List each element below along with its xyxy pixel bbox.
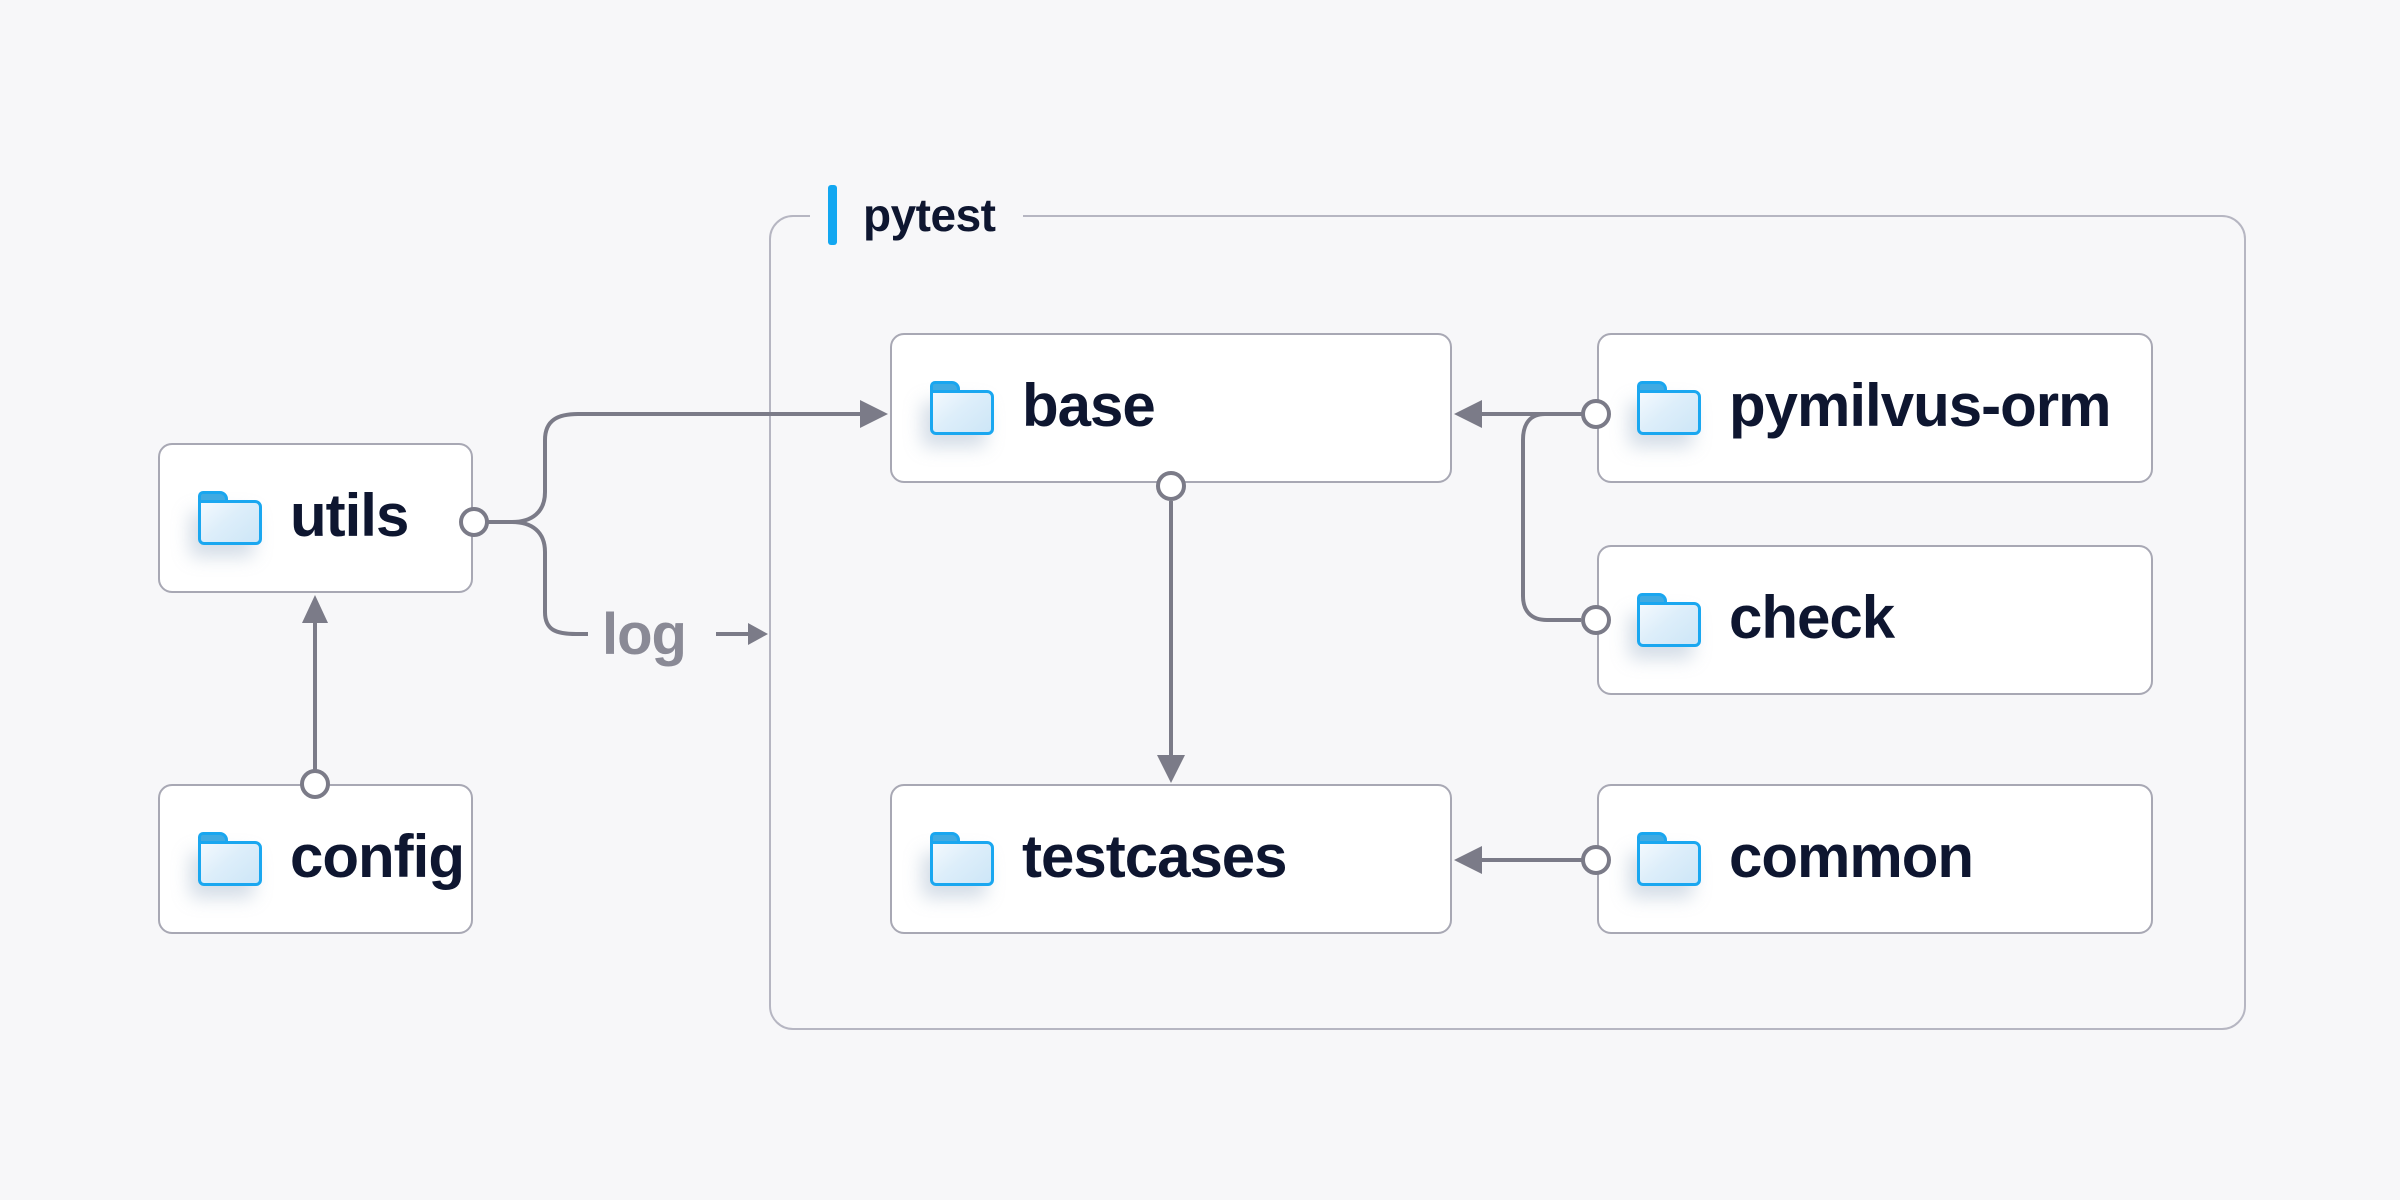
node-base-label: base: [1022, 372, 1156, 439]
node-utils: utils: [158, 443, 473, 593]
folder-icon: [930, 381, 994, 435]
accent-bar-icon: [828, 185, 837, 245]
node-utils-label: utils: [290, 482, 409, 549]
node-common: common: [1597, 784, 2153, 934]
folder-icon: [1637, 593, 1701, 647]
node-common-label: common: [1729, 823, 1974, 890]
pytest-group-label: pytest: [810, 185, 1024, 245]
arrowhead-up-icon: [302, 595, 328, 623]
folder-icon: [198, 491, 262, 545]
edge-line: [488, 520, 588, 636]
folder-icon: [1637, 381, 1701, 435]
folder-icon: [930, 832, 994, 886]
pytest-group-container: [769, 215, 2246, 1030]
folder-icon: [1637, 832, 1701, 886]
edge-config-to-utils: [300, 595, 330, 799]
node-pymilvus-orm-label: pymilvus-orm: [1729, 372, 2111, 439]
folder-icon: [198, 832, 262, 886]
arrowhead-right-icon: [748, 623, 768, 645]
node-check: check: [1597, 545, 2153, 695]
pytest-group-title: pytest: [863, 189, 996, 241]
node-testcases: testcases: [890, 784, 1452, 934]
node-pymilvus-orm: pymilvus-orm: [1597, 333, 2153, 483]
node-check-label: check: [1729, 584, 1895, 651]
log-edge-label: log: [602, 601, 687, 667]
node-config: config: [158, 784, 473, 934]
node-base: base: [890, 333, 1452, 483]
node-config-label: config: [290, 823, 465, 890]
node-testcases-label: testcases: [1022, 823, 1288, 890]
